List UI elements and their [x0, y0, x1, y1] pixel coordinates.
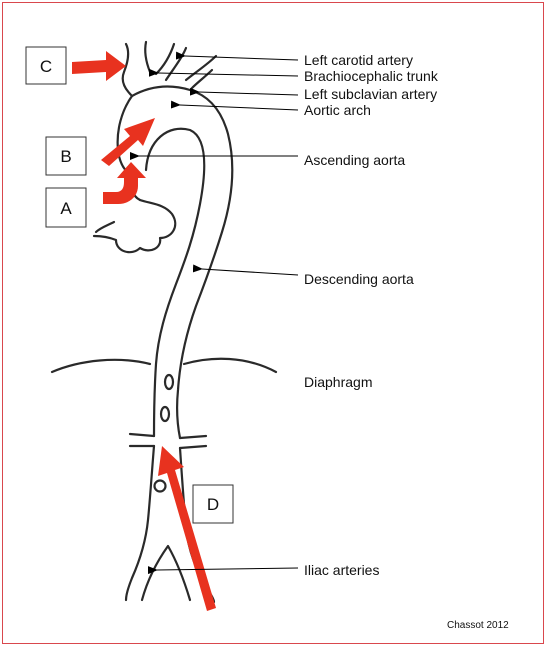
box-b: B — [45, 136, 87, 176]
label-brachiocephalic: Brachiocephalic trunk — [304, 68, 439, 84]
arrow-c — [72, 51, 126, 81]
box-d-letter: D — [207, 495, 219, 514]
aorta-outline — [50, 40, 278, 604]
celiac-ostium — [163, 373, 175, 391]
box-d: D — [192, 484, 234, 524]
leader-left-carotid — [175, 51, 299, 61]
diaphragm-line-left — [50, 358, 152, 374]
leader-brachiocephalic — [148, 68, 299, 77]
aortic-root — [92, 198, 177, 254]
box-c-letter: C — [40, 57, 52, 76]
left-carotid-vessel — [154, 42, 176, 76]
iliac-bifurcation — [140, 544, 192, 602]
credit-text: Chassot 2012 — [447, 620, 509, 631]
leader-left-subclavian — [189, 87, 299, 96]
mesenteric-ostium — [159, 405, 171, 423]
leader-aortic-arch — [170, 100, 299, 111]
diaphragm-line-right — [182, 357, 278, 374]
abdominal-left — [124, 444, 156, 602]
label-ascending-aorta: Ascending aorta — [304, 152, 405, 168]
figure-frame — [2, 2, 544, 644]
label-iliac: Iliac arteries — [304, 562, 379, 578]
brachiocephalic-vessel-inner — [144, 40, 152, 74]
left-carotid-vessel-inner — [164, 46, 188, 82]
leader-iliac — [147, 566, 299, 575]
label-left-subclavian: Left subclavian artery — [304, 86, 437, 102]
ostium-circle — [153, 479, 167, 493]
arrow-a — [103, 162, 146, 204]
box-a-letter: A — [60, 199, 72, 218]
leader-lines — [130, 51, 299, 575]
brachiocephalic-vessel — [121, 42, 134, 98]
label-left-carotid: Left carotid artery — [304, 52, 413, 68]
label-descending-aorta: Descending aorta — [304, 271, 414, 287]
label-diaphragm: Diaphragm — [304, 374, 372, 390]
aortic-root-lower — [94, 220, 116, 234]
box-b-letter: B — [60, 147, 71, 166]
renal-artery-right — [178, 434, 208, 450]
red-arrows — [72, 51, 216, 611]
left-subclavian-vessel — [184, 54, 218, 82]
box-a: A — [45, 187, 87, 228]
label-aortic-arch: Aortic arch — [304, 102, 371, 118]
leader-descending-aorta — [192, 264, 299, 276]
arch-inner — [144, 127, 206, 438]
renal-artery-left — [128, 432, 156, 448]
arrow-d — [158, 446, 216, 611]
left-subclavian-vessel-inner — [190, 68, 214, 90]
arch-outer — [130, 85, 234, 440]
box-c: C — [25, 46, 67, 85]
arrow-b — [101, 118, 155, 166]
